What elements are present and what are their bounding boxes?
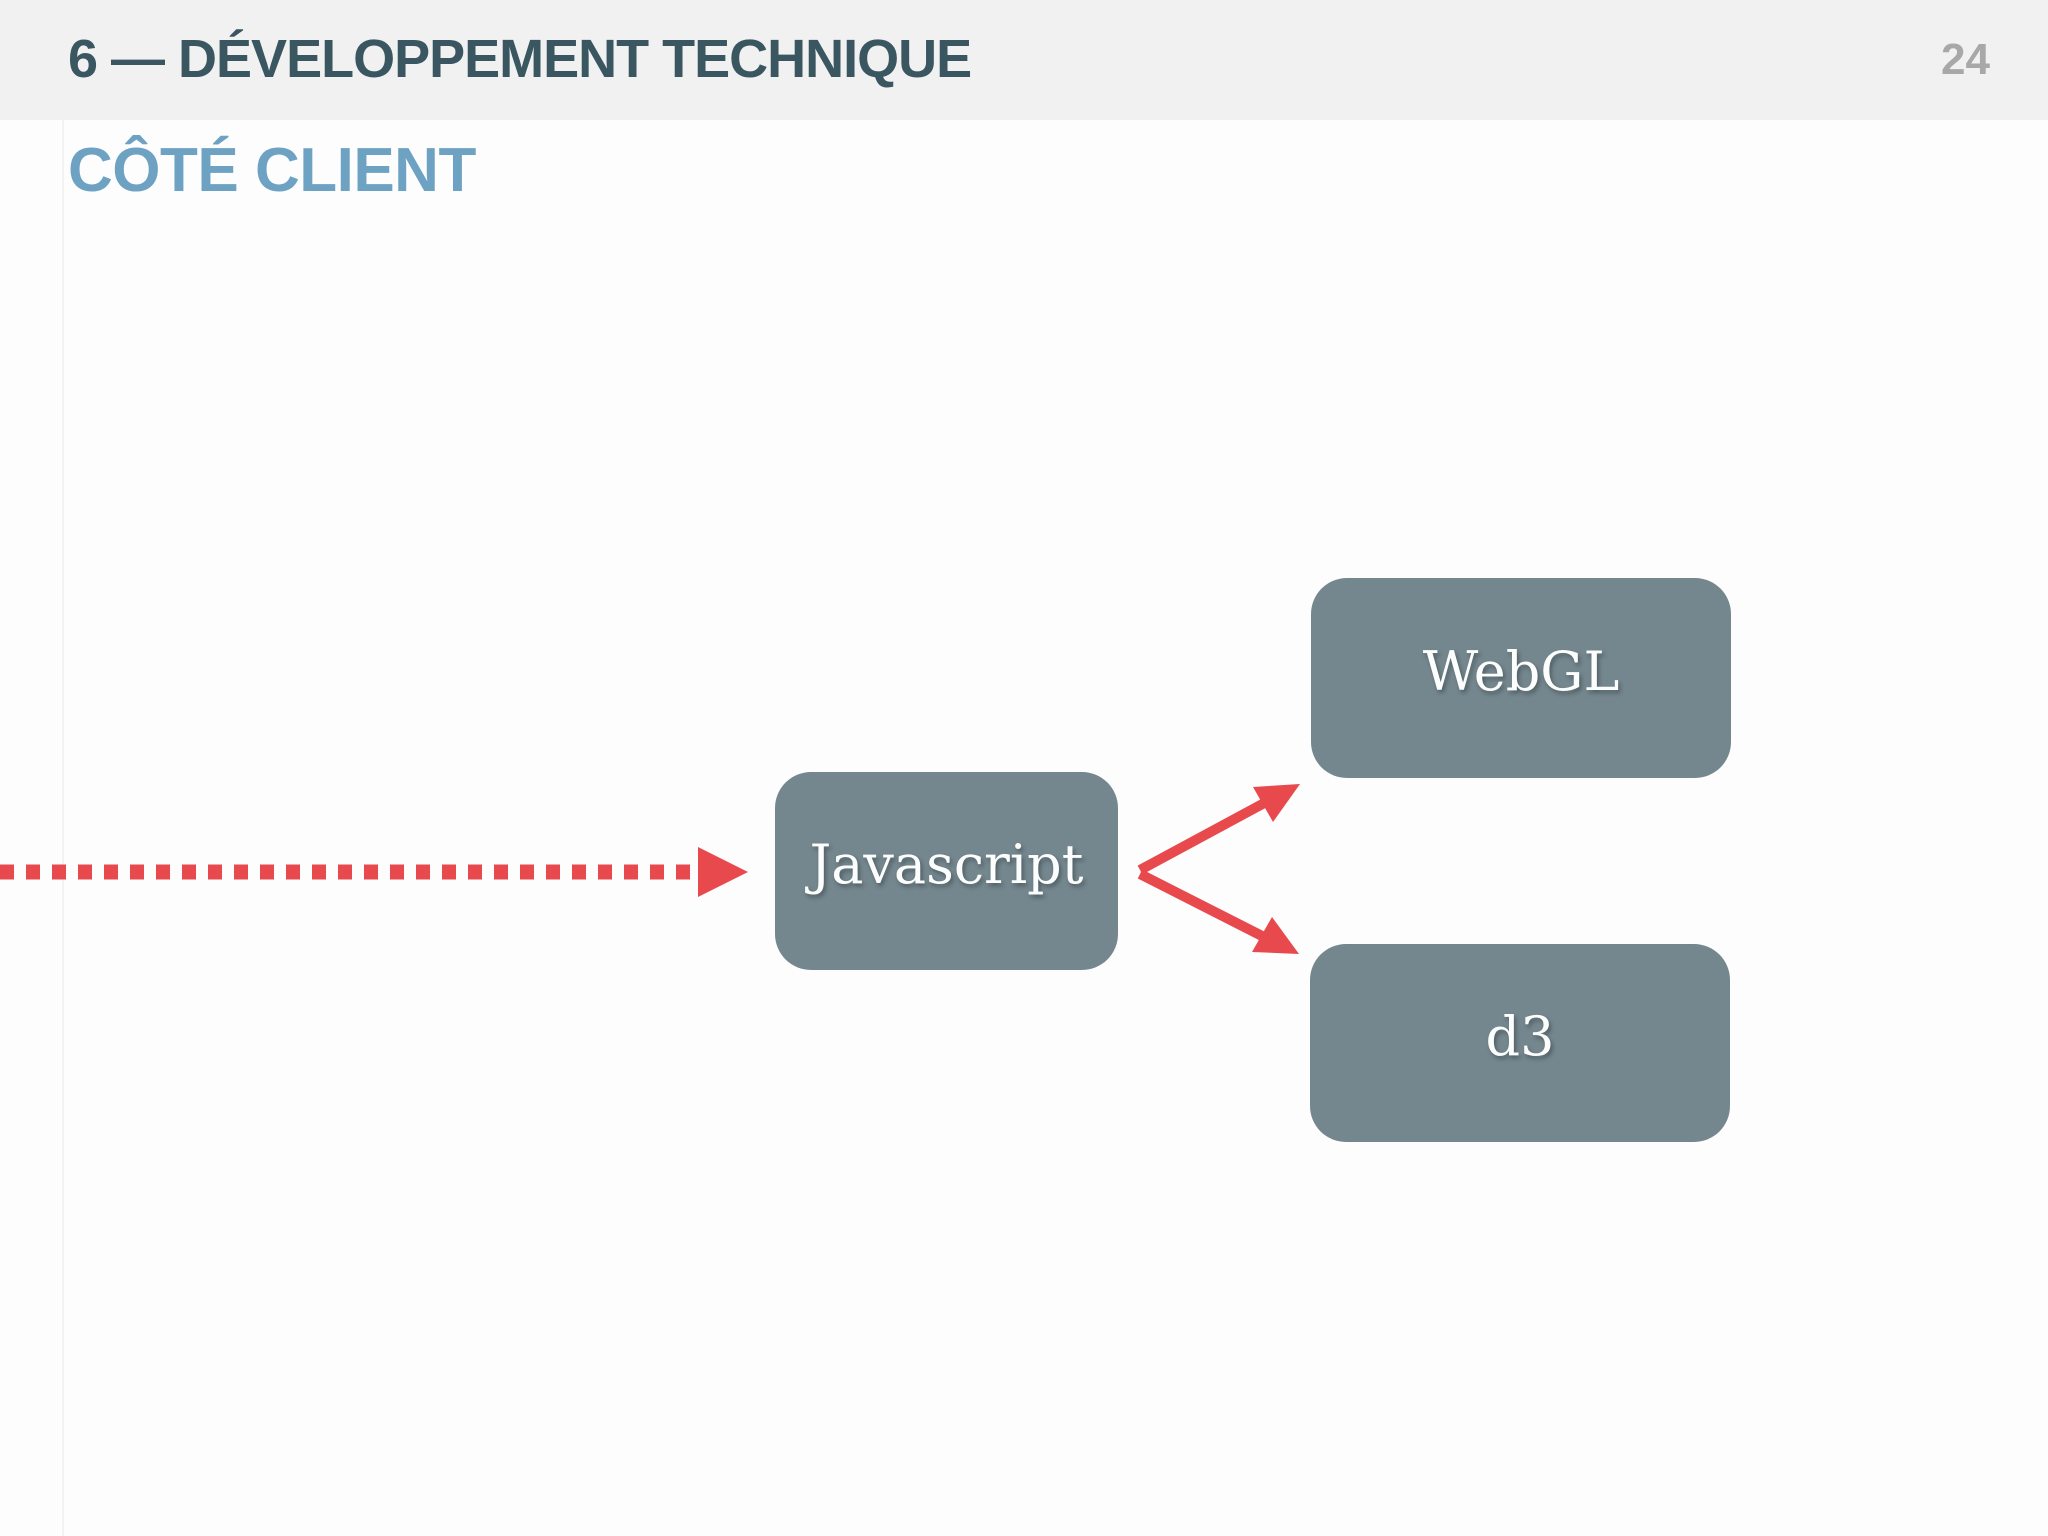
arrow-line	[1137, 869, 1269, 943]
diagram-node-d3: d3	[1310, 944, 1730, 1142]
arrow-head-icon	[1253, 784, 1300, 822]
node-label-webgl: WebGL	[1422, 639, 1620, 703]
diagram-node-javascript: Javascript	[775, 772, 1118, 970]
slide-header: 6 — DÉVELOPPEMENT TECHNIQUE 24	[0, 0, 2048, 120]
dashed-arrow-head-icon	[698, 847, 748, 897]
arrow-javascript-to-d3	[1137, 869, 1299, 954]
arrow-head-icon	[1252, 917, 1299, 954]
slide-title: 6 — DÉVELOPPEMENT TECHNIQUE	[68, 28, 972, 89]
dashed-arrow-into-javascript	[0, 847, 748, 897]
arrow-line	[1137, 796, 1271, 875]
node-label-d3: d3	[1485, 1004, 1555, 1068]
arrow-javascript-to-webgl	[1137, 784, 1300, 875]
page-number: 24	[1941, 35, 1990, 84]
diagram-node-webgl: WebGL	[1311, 578, 1731, 778]
slide-subtitle: CÔTÉ CLIENT	[68, 136, 476, 205]
node-label-javascript: Javascript	[809, 832, 1084, 896]
background-guide-line	[62, 120, 64, 1536]
